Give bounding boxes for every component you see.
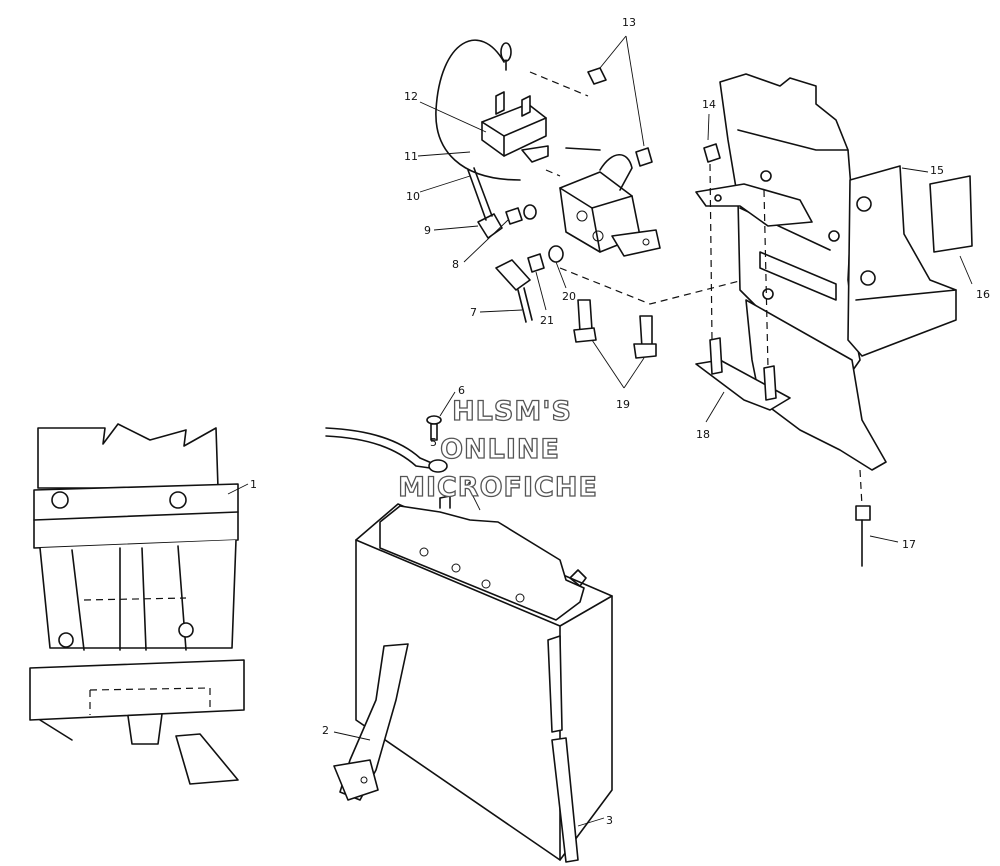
screw	[426, 415, 442, 441]
callout-18: 18	[696, 428, 710, 441]
callout-16: 16	[976, 288, 990, 301]
callout-2: 2	[322, 724, 329, 737]
watermark: HLSM'S ONLINE MICROFICHE	[397, 395, 598, 503]
callout-21: 21	[540, 314, 554, 327]
watermark-line-2: ONLINE	[440, 434, 560, 465]
battery	[355, 495, 613, 861]
callout-11: 11	[404, 150, 418, 163]
callout-10: 10	[406, 190, 420, 203]
leader-lines	[227, 35, 973, 827]
watermark-line-1: HLSM'S	[452, 396, 572, 427]
callout-8: 8	[452, 258, 459, 271]
callout-20: 20	[562, 290, 576, 303]
battery-cable	[325, 427, 448, 473]
callout-4: 4	[465, 480, 472, 493]
callout-9: 9	[424, 224, 431, 237]
callout-7: 7	[470, 306, 477, 319]
callout-13: 13	[622, 16, 636, 29]
callout-12: 12	[404, 90, 418, 103]
battery-strap	[333, 643, 409, 801]
callout-14: 14	[702, 98, 716, 111]
callout-6: 6	[458, 384, 465, 397]
callout-numbers: 1 2 3 4 5 6 7 8 9 10 11 12 13 14 15 16 1…	[250, 16, 990, 827]
solenoid-assembly	[435, 39, 791, 359]
callout-5: 5	[430, 436, 437, 449]
callout-3: 3	[606, 814, 613, 827]
vent-hose	[547, 635, 579, 863]
callout-15: 15	[930, 164, 944, 177]
callout-19: 19	[616, 398, 630, 411]
watermark-line-3: MICROFICHE	[398, 472, 598, 503]
mounting-bracket	[695, 73, 973, 567]
battery-box	[29, 423, 245, 785]
callout-1: 1	[250, 478, 257, 491]
callout-17: 17	[902, 538, 916, 551]
